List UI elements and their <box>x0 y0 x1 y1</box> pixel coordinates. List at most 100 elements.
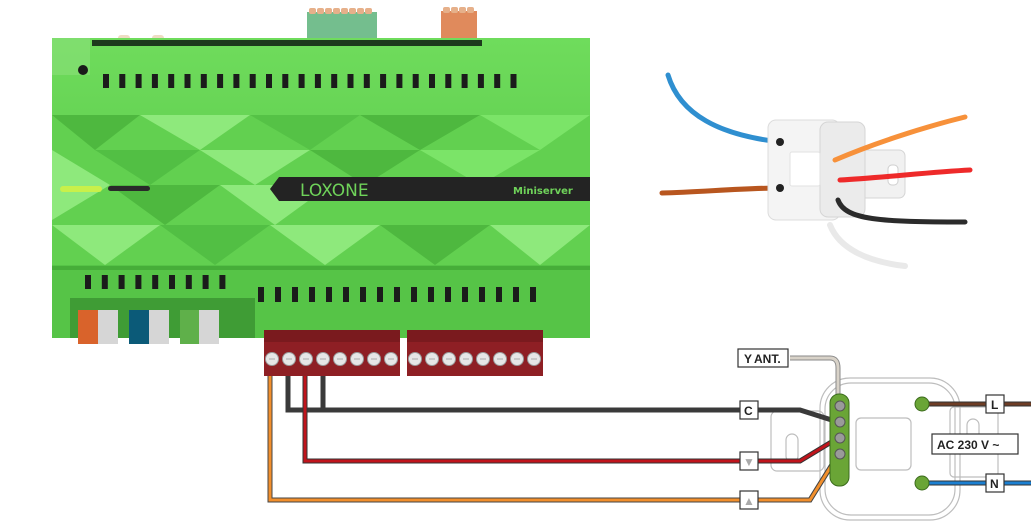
vent-slot <box>428 287 434 302</box>
vent-slot <box>298 74 305 88</box>
svg-text:C: C <box>744 404 753 418</box>
vent-slot <box>343 287 349 302</box>
vent-slot <box>217 74 224 88</box>
vent-slot <box>314 74 321 88</box>
photo-wire-orange <box>832 114 968 163</box>
model-name: Miniserver <box>513 186 573 197</box>
up-wire-outline <box>267 376 841 503</box>
vent-slot <box>101 275 108 289</box>
antenna-wire <box>790 356 840 402</box>
vent-slot <box>477 74 484 88</box>
svg-text:ANT.: ANT. <box>754 352 781 366</box>
vent-slot <box>200 74 207 88</box>
vent-slot <box>347 74 354 88</box>
vent-slot <box>377 287 383 302</box>
photo-wire-black <box>835 197 968 225</box>
vent-slot <box>462 287 468 302</box>
vent-slot <box>151 74 158 88</box>
brand-label-band: LOXONE Miniserver <box>270 177 590 201</box>
antenna-label: Y ANT. <box>737 348 789 368</box>
bottom-left-vents <box>85 275 226 289</box>
vent-slot <box>169 275 175 289</box>
vent-slot <box>219 275 226 289</box>
terminal-block-2 <box>407 330 543 376</box>
vent-slot <box>479 287 485 302</box>
terminal-block-1 <box>264 330 400 376</box>
vent-slot <box>445 287 451 302</box>
vent-slot <box>309 287 315 302</box>
vent-slot <box>258 287 264 302</box>
photo-wire-blue <box>665 72 783 145</box>
vent-slot <box>275 287 281 302</box>
vent-slot <box>85 275 91 289</box>
vent-slot <box>363 74 370 88</box>
svg-text:L: L <box>991 398 998 412</box>
actuator-photo <box>659 72 973 269</box>
supply-voltage-label: AC 230 V ~ <box>931 433 1019 455</box>
vent-slot <box>168 74 175 88</box>
antenna-icon: Y <box>744 352 752 366</box>
down-label: ▼ <box>739 451 759 471</box>
arrow-up-icon: ▲ <box>743 494 755 508</box>
led-bar-green <box>60 186 102 192</box>
actuator-body <box>767 119 906 221</box>
photo-wire-brown <box>659 185 783 196</box>
vent-slot <box>496 287 502 302</box>
control-terminal-strip <box>829 393 850 487</box>
vent-slot <box>412 74 419 88</box>
vent-slot <box>510 74 517 88</box>
neutral-terminal <box>914 475 930 491</box>
vent-slot <box>411 287 417 302</box>
vent-slot <box>513 287 519 302</box>
live-label: L <box>985 394 1005 414</box>
vent-slot <box>445 74 452 88</box>
port-orange <box>78 310 118 344</box>
vent-slot <box>233 74 240 88</box>
photo-wire-white <box>827 222 908 269</box>
vent-slot <box>326 287 332 302</box>
vent-slot <box>185 275 192 289</box>
vent-slot <box>331 74 338 88</box>
photo-wire-red <box>837 167 973 183</box>
status-led <box>78 65 88 75</box>
vent-slot <box>202 275 209 289</box>
vent-slot <box>396 74 403 88</box>
vent-slot <box>184 74 191 88</box>
antenna-wire-outline <box>790 355 841 402</box>
vent-slot <box>494 74 501 88</box>
led-bar-dark <box>108 186 150 191</box>
vent-slot <box>135 74 142 88</box>
down-wire <box>303 376 839 463</box>
top-vents <box>103 74 517 88</box>
vent-slot <box>152 275 159 289</box>
vent-slot <box>360 287 366 302</box>
miniserver-device: LOXONE Miniserver <box>52 7 590 376</box>
live-terminal <box>914 396 930 412</box>
vent-slot <box>118 275 125 289</box>
vent-slot <box>292 287 298 302</box>
neutral-label: N <box>985 473 1005 493</box>
brand-name: LOXONE <box>300 181 369 201</box>
bottom-right-vents <box>258 287 536 302</box>
port-blue <box>129 310 169 344</box>
vent-slot <box>380 74 387 88</box>
vent-slot <box>119 74 126 88</box>
vent-slot <box>282 74 289 88</box>
vent-slot <box>429 74 435 88</box>
vent-slot <box>266 74 272 88</box>
up-label: ▲ <box>739 490 759 510</box>
vent-slot <box>530 287 536 302</box>
wiring-schematic: Y ANT. C ▼ ▲ L N AC 230 V ~ <box>267 348 1031 521</box>
vent-slot <box>461 74 468 88</box>
common-label: C <box>739 400 759 420</box>
up-wire <box>268 376 840 502</box>
port-green <box>180 310 219 344</box>
svg-text:N: N <box>990 477 999 491</box>
svg-text:AC 230 V ~: AC 230 V ~ <box>937 438 999 452</box>
vent-slot <box>103 74 109 88</box>
vent-slot <box>394 287 400 302</box>
vent-slot <box>249 74 256 88</box>
vent-slot <box>135 275 142 289</box>
arrow-down-icon: ▼ <box>743 455 755 469</box>
